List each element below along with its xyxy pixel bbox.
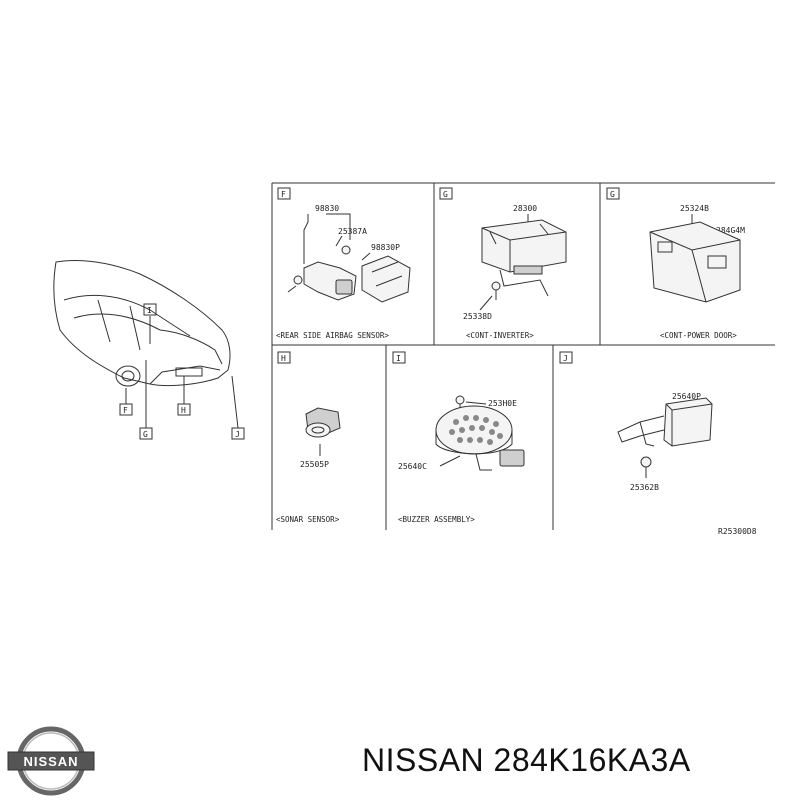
part-number: 25640C bbox=[398, 462, 427, 471]
diagram-reference-code: R25300D8 bbox=[718, 527, 757, 536]
car-overview: I F G H J bbox=[53, 260, 245, 440]
panel-caption: <SONAR SENSOR> bbox=[276, 515, 340, 524]
panel-key: G bbox=[443, 190, 448, 199]
overview-key-i: I bbox=[147, 306, 152, 315]
logo-wordmark: NISSAN bbox=[23, 754, 78, 769]
buzzer-holes bbox=[449, 415, 503, 445]
panel-key: G bbox=[610, 190, 615, 199]
overview-key-h: H bbox=[181, 406, 186, 415]
panel-key: H bbox=[281, 354, 286, 363]
panel-key: I bbox=[396, 354, 401, 363]
panel-j: J 25640P 25362B bbox=[559, 351, 713, 492]
part-number: 25324B bbox=[680, 204, 709, 213]
panel-rear-side-airbag-sensor: F 98830 25387A 98830P <REAR SIDE AIRBAG … bbox=[276, 187, 411, 340]
part-number: 98830 bbox=[315, 204, 339, 213]
panel-caption: <CONT-POWER DOOR> bbox=[660, 331, 737, 340]
panel-caption: <BUZZER ASSEMBLY> bbox=[398, 515, 475, 524]
panel-sonar-sensor: H 25505P <SONAR SENSOR> bbox=[276, 351, 341, 524]
panel-buzzer-assembly: I 253H0E 25640C <BUZZER ASSEMBLY> bbox=[392, 351, 525, 524]
overview-key-f: F bbox=[123, 406, 128, 415]
panel-cont-power-door: G 25324B 284G4M <CONT-POWER DOOR> bbox=[606, 187, 745, 340]
part-number: 253H0E bbox=[488, 399, 517, 408]
panel-key: F bbox=[281, 190, 286, 199]
part-number: 25387A bbox=[338, 227, 367, 236]
overview-key-g: G bbox=[143, 430, 148, 439]
part-number: 25338D bbox=[463, 312, 492, 321]
overview-key-j: J bbox=[235, 430, 240, 439]
panel-cont-inverter: G 28300 25338D <CONT-INVERTER> bbox=[439, 187, 567, 340]
part-number: 25505P bbox=[300, 460, 329, 469]
nissan-logo: NISSAN bbox=[7, 726, 95, 796]
part-number: 25640P bbox=[672, 392, 701, 401]
part-title: NISSAN 284K16KA3A bbox=[362, 742, 691, 778]
panel-caption: <REAR SIDE AIRBAG SENSOR> bbox=[276, 331, 389, 340]
panel-key: J bbox=[563, 354, 568, 363]
part-number: 284G4M bbox=[716, 226, 745, 235]
part-number: 98830P bbox=[371, 243, 400, 252]
panel-caption: <CONT-INVERTER> bbox=[466, 331, 534, 340]
panel-grid bbox=[271, 182, 775, 530]
part-number: 25362B bbox=[630, 483, 659, 492]
part-number: 28300 bbox=[513, 204, 537, 213]
